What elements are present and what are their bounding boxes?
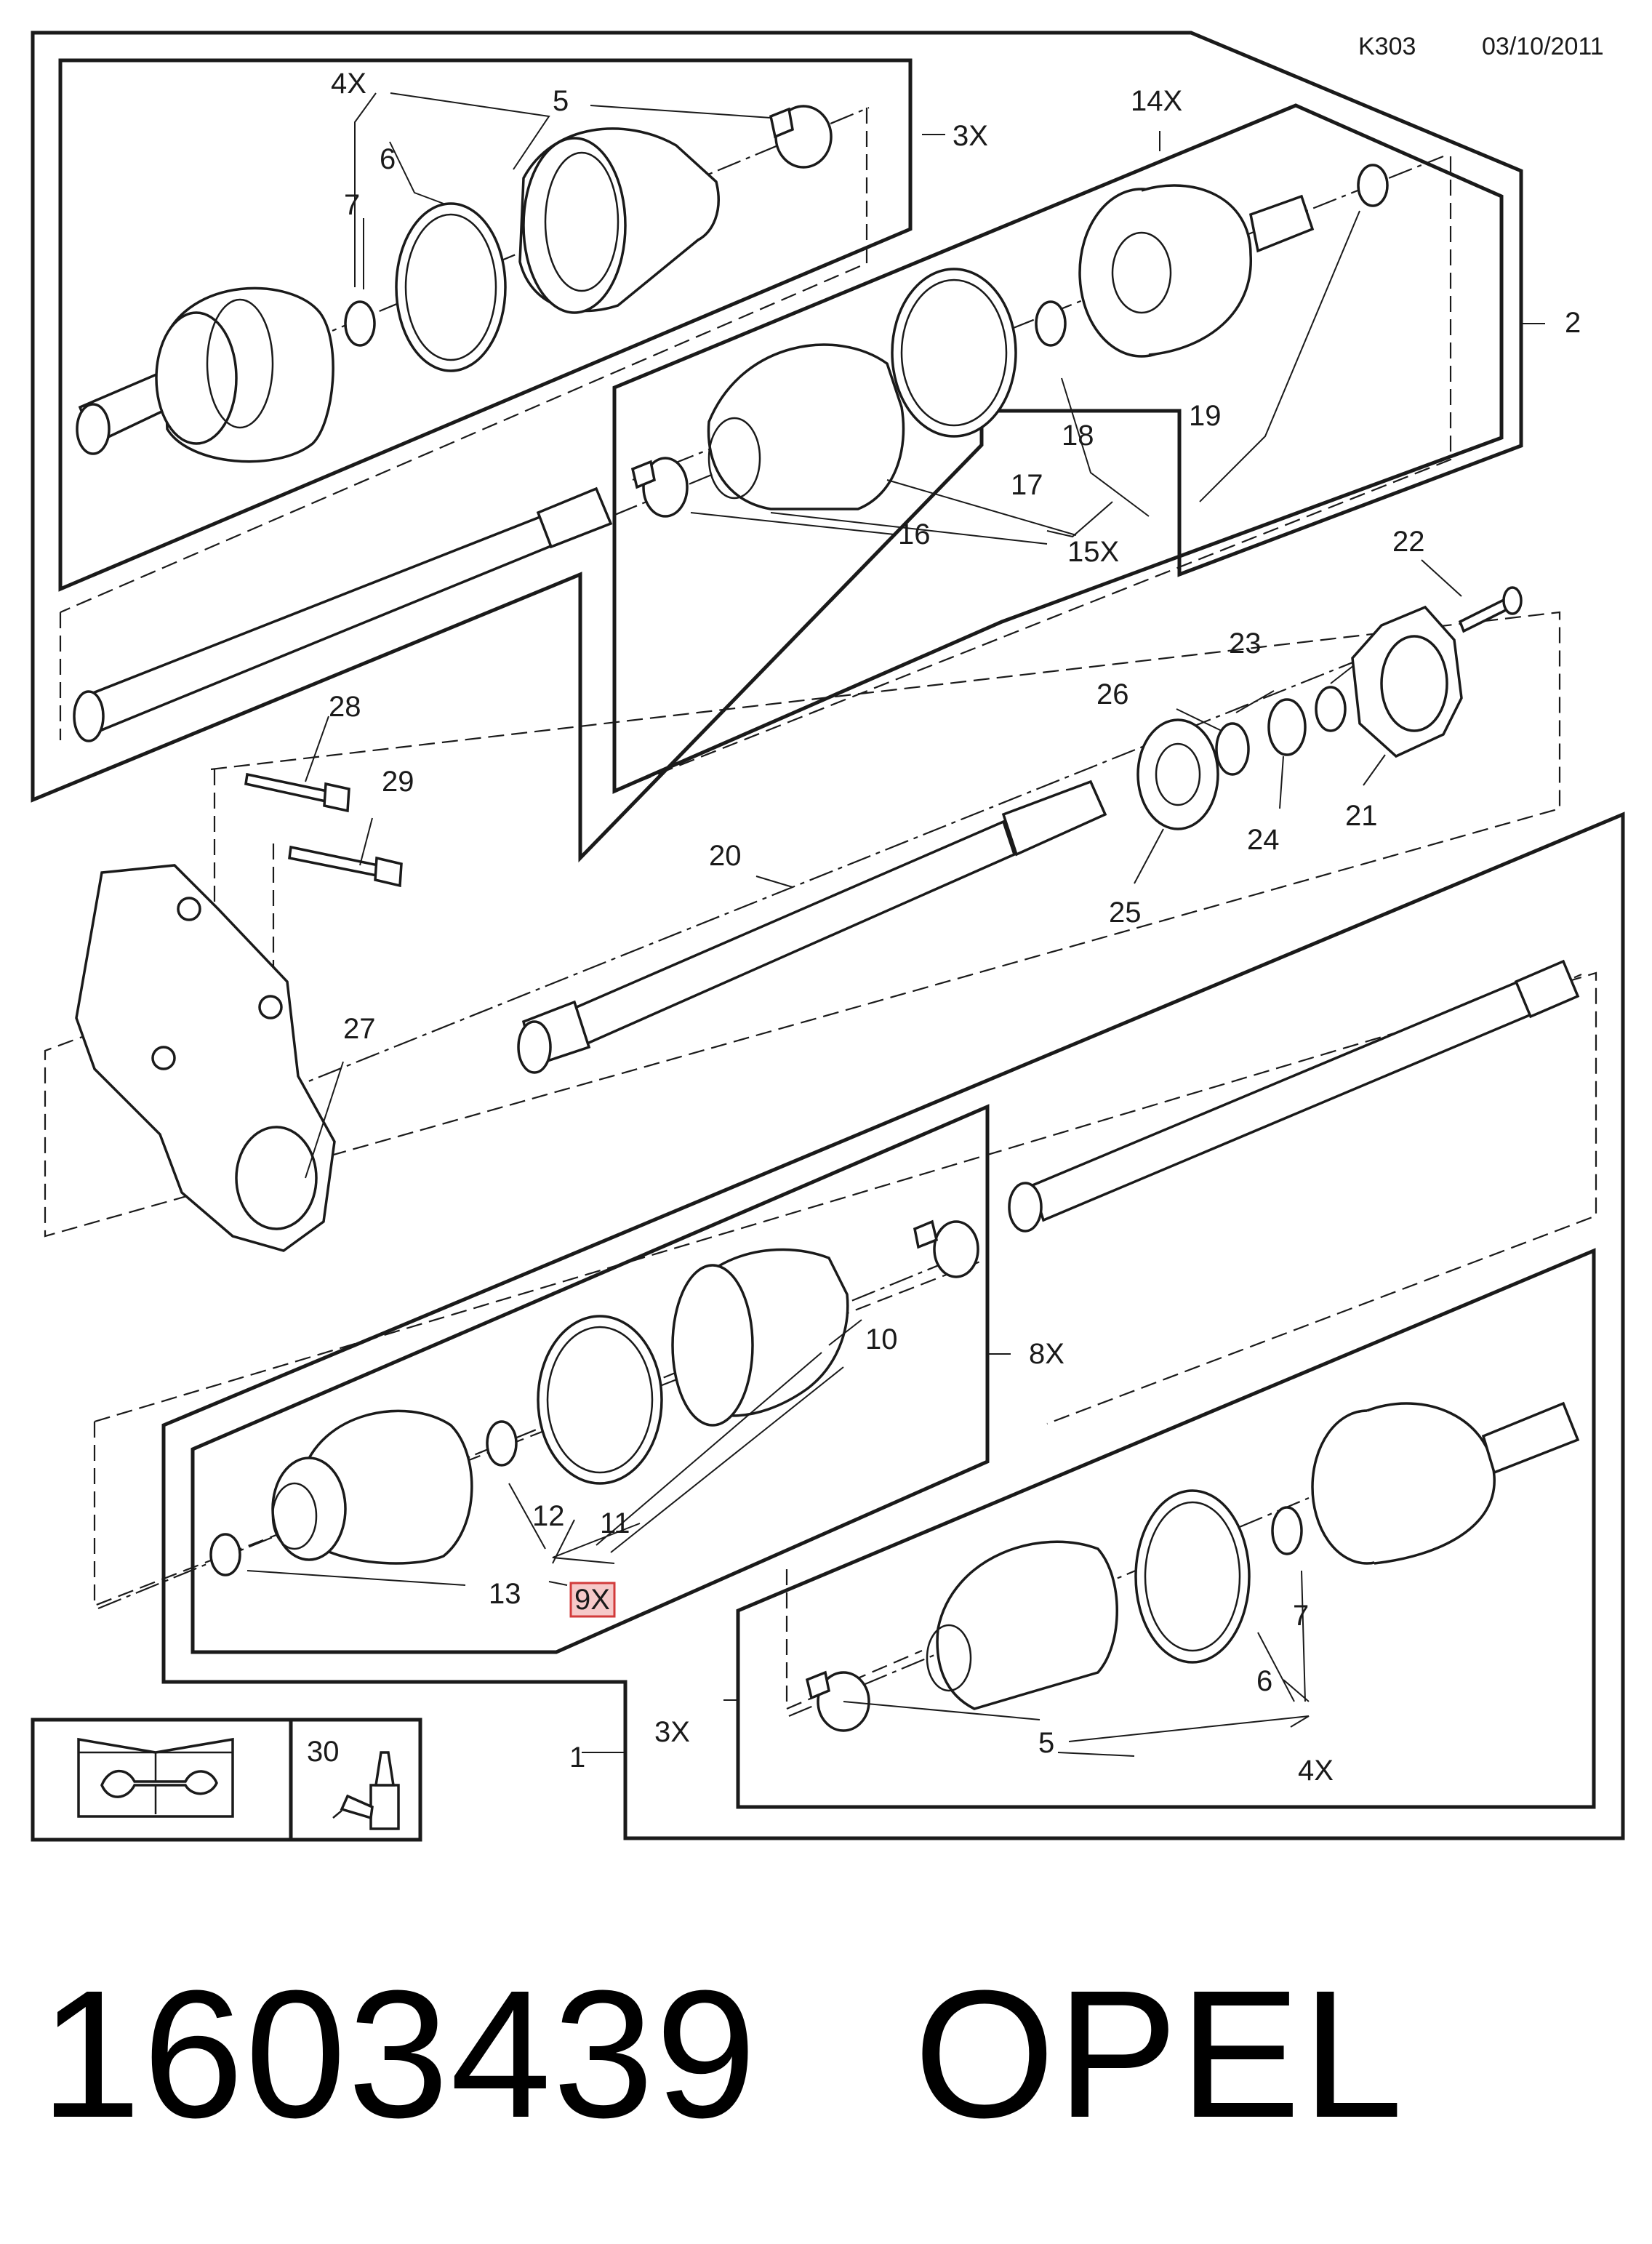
brand-name: OPEL [913, 1952, 1405, 2155]
callout-21: 21 [1345, 800, 1378, 832]
lower-intermediate-shaft [1008, 959, 1580, 1233]
callout-8x: 8X [1029, 1338, 1064, 1370]
inner-cv-joint-14x [1078, 184, 1315, 358]
callout-7-bottom: 7 [1293, 1600, 1309, 1632]
callout-25: 25 [1109, 897, 1142, 929]
seal-26 [1215, 722, 1250, 776]
circlip-14x [1035, 300, 1067, 347]
repair-manual-icon [77, 1737, 234, 1818]
circlip-joint-14x [1357, 164, 1389, 207]
callout-22: 22 [1392, 526, 1425, 558]
leader-lines [246, 92, 1545, 1757]
callout-10: 10 [865, 1323, 898, 1355]
clamp-large-14x [891, 268, 1017, 438]
assembly-2-frame [31, 31, 1523, 863]
diagram-code: K303 [1358, 33, 1416, 60]
boot-top [518, 127, 720, 314]
kit-3x-top-frame [58, 58, 913, 592]
callout-20: 20 [709, 840, 742, 872]
callout-24: 24 [1247, 824, 1280, 856]
kit-14x-frame [612, 103, 1504, 794]
guide-top-kit [59, 108, 868, 740]
circlip-8x [486, 1420, 518, 1467]
outer-cv-joint-top [76, 286, 334, 463]
kit-3x-bottom-frame [736, 1248, 1596, 1809]
callout-9x-highlight [569, 1582, 616, 1618]
circlip-bottom [1271, 1506, 1303, 1555]
assembly-1-frame [161, 812, 1625, 1840]
callout-7-top: 7 [344, 189, 360, 221]
callout-5-top: 5 [553, 85, 569, 117]
callout-9x[interactable]: 9X [574, 1584, 610, 1616]
bearing-25 [1136, 718, 1219, 830]
callout-15x: 15X [1067, 536, 1119, 568]
callout-27: 27 [343, 1013, 376, 1045]
guide-14x-kit [614, 156, 1452, 793]
clamp-small-top [769, 105, 833, 169]
outer-cv-joint-bottom [1311, 1401, 1580, 1565]
axis-bearing [167, 628, 1437, 1139]
callout-13: 13 [489, 1578, 521, 1610]
callout-14x: 14X [1131, 85, 1182, 117]
callout-16: 16 [898, 518, 931, 550]
guide-bracket-bolts [213, 769, 275, 1011]
circlip-23 [1315, 686, 1347, 732]
part-number-footer: 1603439 OPEL [40, 1963, 1405, 2145]
callout-23: 23 [1229, 628, 1262, 660]
legend-box [31, 1718, 422, 1842]
callout-26: 26 [1096, 678, 1129, 710]
clamp-large-bottom [1134, 1489, 1251, 1664]
callout-4x-top: 4X [331, 68, 366, 100]
callout-12: 12 [532, 1500, 565, 1532]
callout-2: 2 [1565, 307, 1581, 339]
callout-3x-bottom: 3X [654, 1716, 690, 1748]
clamp-small-8x [913, 1219, 979, 1278]
clamp-large-top [395, 202, 507, 372]
callout-28: 28 [329, 691, 361, 723]
inner-joint-8x [271, 1409, 473, 1565]
callout-6-top: 6 [380, 143, 396, 175]
clamp-small-14x [630, 457, 689, 518]
callout-17: 17 [1011, 469, 1043, 501]
circlip-13 [209, 1533, 241, 1576]
clamp-small-bottom [805, 1670, 870, 1732]
grease-tube-icon [332, 1751, 400, 1830]
boot-bottom [926, 1540, 1118, 1710]
upper-intermediate-shaft [73, 486, 613, 742]
callout-5-bottom: 5 [1038, 1727, 1054, 1759]
kit-8x-frame [191, 1104, 990, 1654]
bolt-28 [244, 772, 350, 813]
circlip-top [344, 300, 376, 347]
bolt-22 [1458, 586, 1523, 633]
boot-14x [707, 343, 905, 510]
guide-bottom-kit [785, 1569, 923, 1710]
callout-1: 1 [569, 1742, 585, 1774]
callout-4x-bottom: 4X [1298, 1755, 1334, 1787]
diagram-date: 03/10/2011 [1482, 33, 1604, 60]
intermediate-shaft-20 [517, 780, 1107, 1074]
callout-3x-top: 3X [953, 120, 988, 152]
o-ring-24 [1267, 698, 1307, 756]
bolt-29 [288, 845, 403, 888]
clamp-large-8x [537, 1315, 663, 1485]
boot-8x [671, 1248, 849, 1427]
callout-6-bottom: 6 [1256, 1665, 1272, 1697]
exploded-parts-diagram: K303 03/10/2011 [31, 31, 1625, 1842]
callout-18: 18 [1062, 420, 1094, 452]
callout-29: 29 [382, 766, 414, 798]
bracket-27 [75, 864, 336, 1252]
callout-30: 30 [307, 1736, 340, 1768]
callout-19: 19 [1189, 400, 1222, 432]
part-number: 1603439 [40, 1952, 758, 2155]
guide-bearing-row [44, 611, 1561, 1238]
flange-plate-21 [1351, 605, 1463, 758]
callout-11: 11 [600, 1507, 630, 1539]
